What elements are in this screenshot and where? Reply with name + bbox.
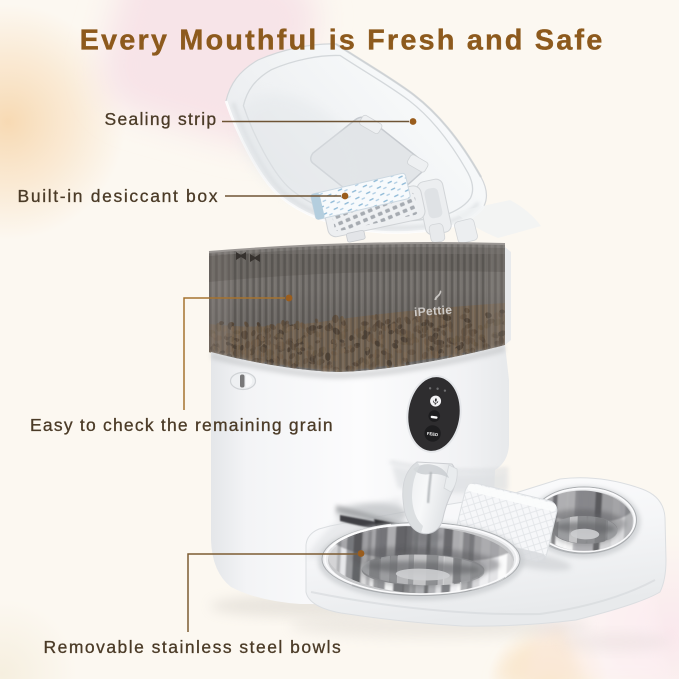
svg-text:iPettie: iPettie	[414, 303, 453, 320]
svg-text:Easy to check the remaining gr: Easy to check the remaining grain	[30, 415, 334, 435]
svg-text:Sealing strip: Sealing strip	[105, 109, 218, 129]
svg-text:Every Mouthful is Fresh and Sa: Every Mouthful is Fresh and Safe	[80, 25, 605, 57]
svg-text:Built-in desiccant box: Built-in desiccant box	[18, 186, 220, 206]
svg-text:Removable stainless steel bowl: Removable stainless steel bowls	[44, 637, 343, 657]
svg-text:FEED: FEED	[427, 431, 439, 437]
